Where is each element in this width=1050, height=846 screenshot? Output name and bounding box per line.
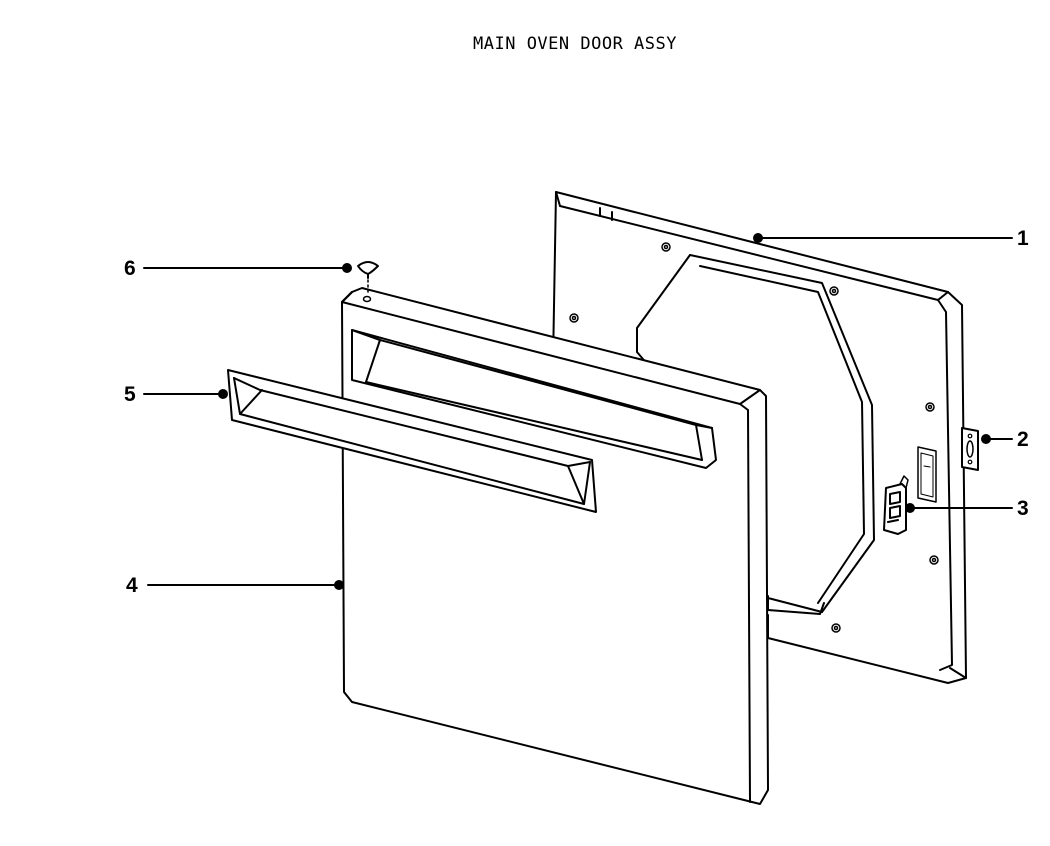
- diagram-title: MAIN OVEN DOOR ASSY: [473, 34, 677, 54]
- screw-holes: [569, 242, 939, 633]
- plug-button: [357, 261, 379, 293]
- outer-door-panel: [341, 287, 769, 805]
- callout-4: 4: [126, 574, 138, 597]
- handle-trim: [227, 369, 597, 513]
- callout-1: 1: [1017, 227, 1029, 250]
- callout-3: 3: [1017, 497, 1029, 520]
- callout-2: 2: [1017, 428, 1029, 451]
- latch-bracket: [883, 475, 909, 535]
- leader-dots: [218, 233, 991, 590]
- callout-5: 5: [124, 383, 136, 406]
- leader-lines: [143, 237, 1013, 586]
- door-plate: [961, 427, 979, 471]
- callout-6: 6: [124, 257, 136, 280]
